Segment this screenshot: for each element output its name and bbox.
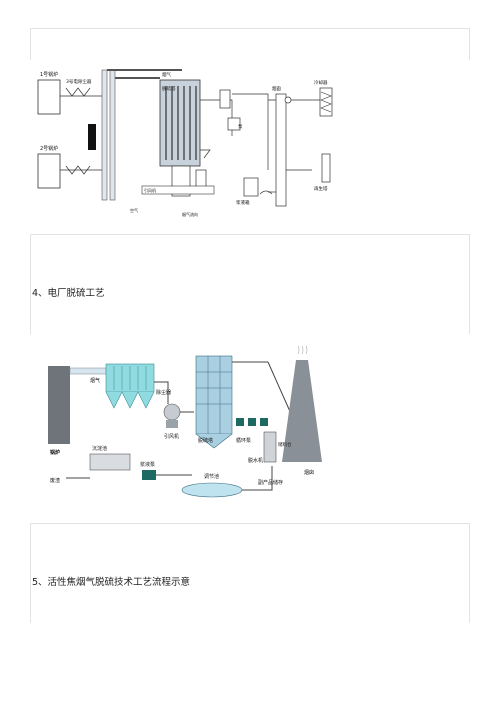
fan2-label: 引风机 (164, 433, 179, 440)
figure-process-diagram-1: 1号锅炉 2号锅炉 3号电除尘器 脱硫塔 烟气 (32, 66, 344, 222)
dust-collector-label: 除尘器 (156, 389, 171, 396)
tank-label: 浆液箱 (236, 199, 250, 206)
absorber2-label: 脱硫塔 (198, 437, 213, 444)
chimney2-label: 烟囱 (304, 469, 314, 476)
frame-left-1 (30, 28, 31, 60)
frame-top-1 (30, 28, 470, 29)
circulation-pump-label: 循环泵 (236, 437, 251, 444)
bin-label: 储料仓 (278, 441, 292, 448)
section-4-caption: 4、电厂脱硫工艺 (32, 288, 105, 299)
absorber2-tower (195, 355, 233, 435)
frame-right-3 (469, 523, 470, 623)
boiler1-box (37, 79, 61, 115)
wastewater-label: 废渣 (50, 477, 60, 484)
pump-label: 泵 (238, 124, 243, 130)
byproduct-bin (263, 431, 277, 463)
air-in-label: 空气 (130, 207, 138, 213)
boiler-label: 锅炉 (49, 449, 60, 456)
boiler1-label: 1号锅炉 (40, 71, 58, 78)
figure-process-diagram-2: 锅炉 烟气 除尘器 引风机 脱硫塔 (32, 342, 352, 504)
frame-left-3 (30, 523, 31, 623)
settling-label: 沉淀池 (92, 445, 107, 452)
frame-left-2 (30, 234, 31, 334)
frame-right-1 (469, 28, 470, 60)
section-5-caption: 5、活性焦烟气脱硫技术工艺流程示意 (32, 577, 191, 588)
esp-label: 3号电除尘器 (66, 78, 92, 85)
dewater-label: 脱水机 (248, 457, 263, 464)
cooler-label: 冷却器 (314, 79, 328, 86)
flow-dir-label: 烟气流向 (182, 211, 198, 217)
flue-gas-label: 烟气 (90, 377, 100, 384)
settling-tank (89, 453, 131, 471)
chimney-shape (275, 93, 287, 207)
byproduct-label: 副产品储存 (258, 479, 283, 486)
absorber-label: 脱硫塔 (162, 85, 176, 92)
boiler-block (48, 366, 70, 444)
fan-circle (163, 403, 181, 421)
boiler2-label: 2号锅炉 (40, 145, 58, 152)
frame-top-3 (30, 523, 470, 524)
chimney2-shape (282, 360, 322, 462)
frame-right-2 (469, 234, 470, 334)
boiler2-box (37, 153, 61, 189)
pump2-label: 浆液泵 (140, 461, 155, 468)
pool-label: 调节池 (204, 473, 219, 480)
regulation-pool (181, 482, 243, 498)
flue-label: 烟气 (162, 71, 171, 78)
fan-label: 引风机 (144, 187, 156, 193)
regen-label: 再生塔 (314, 185, 328, 192)
chimney-label: 烟囱 (272, 85, 281, 92)
frame-top-2 (30, 234, 470, 235)
